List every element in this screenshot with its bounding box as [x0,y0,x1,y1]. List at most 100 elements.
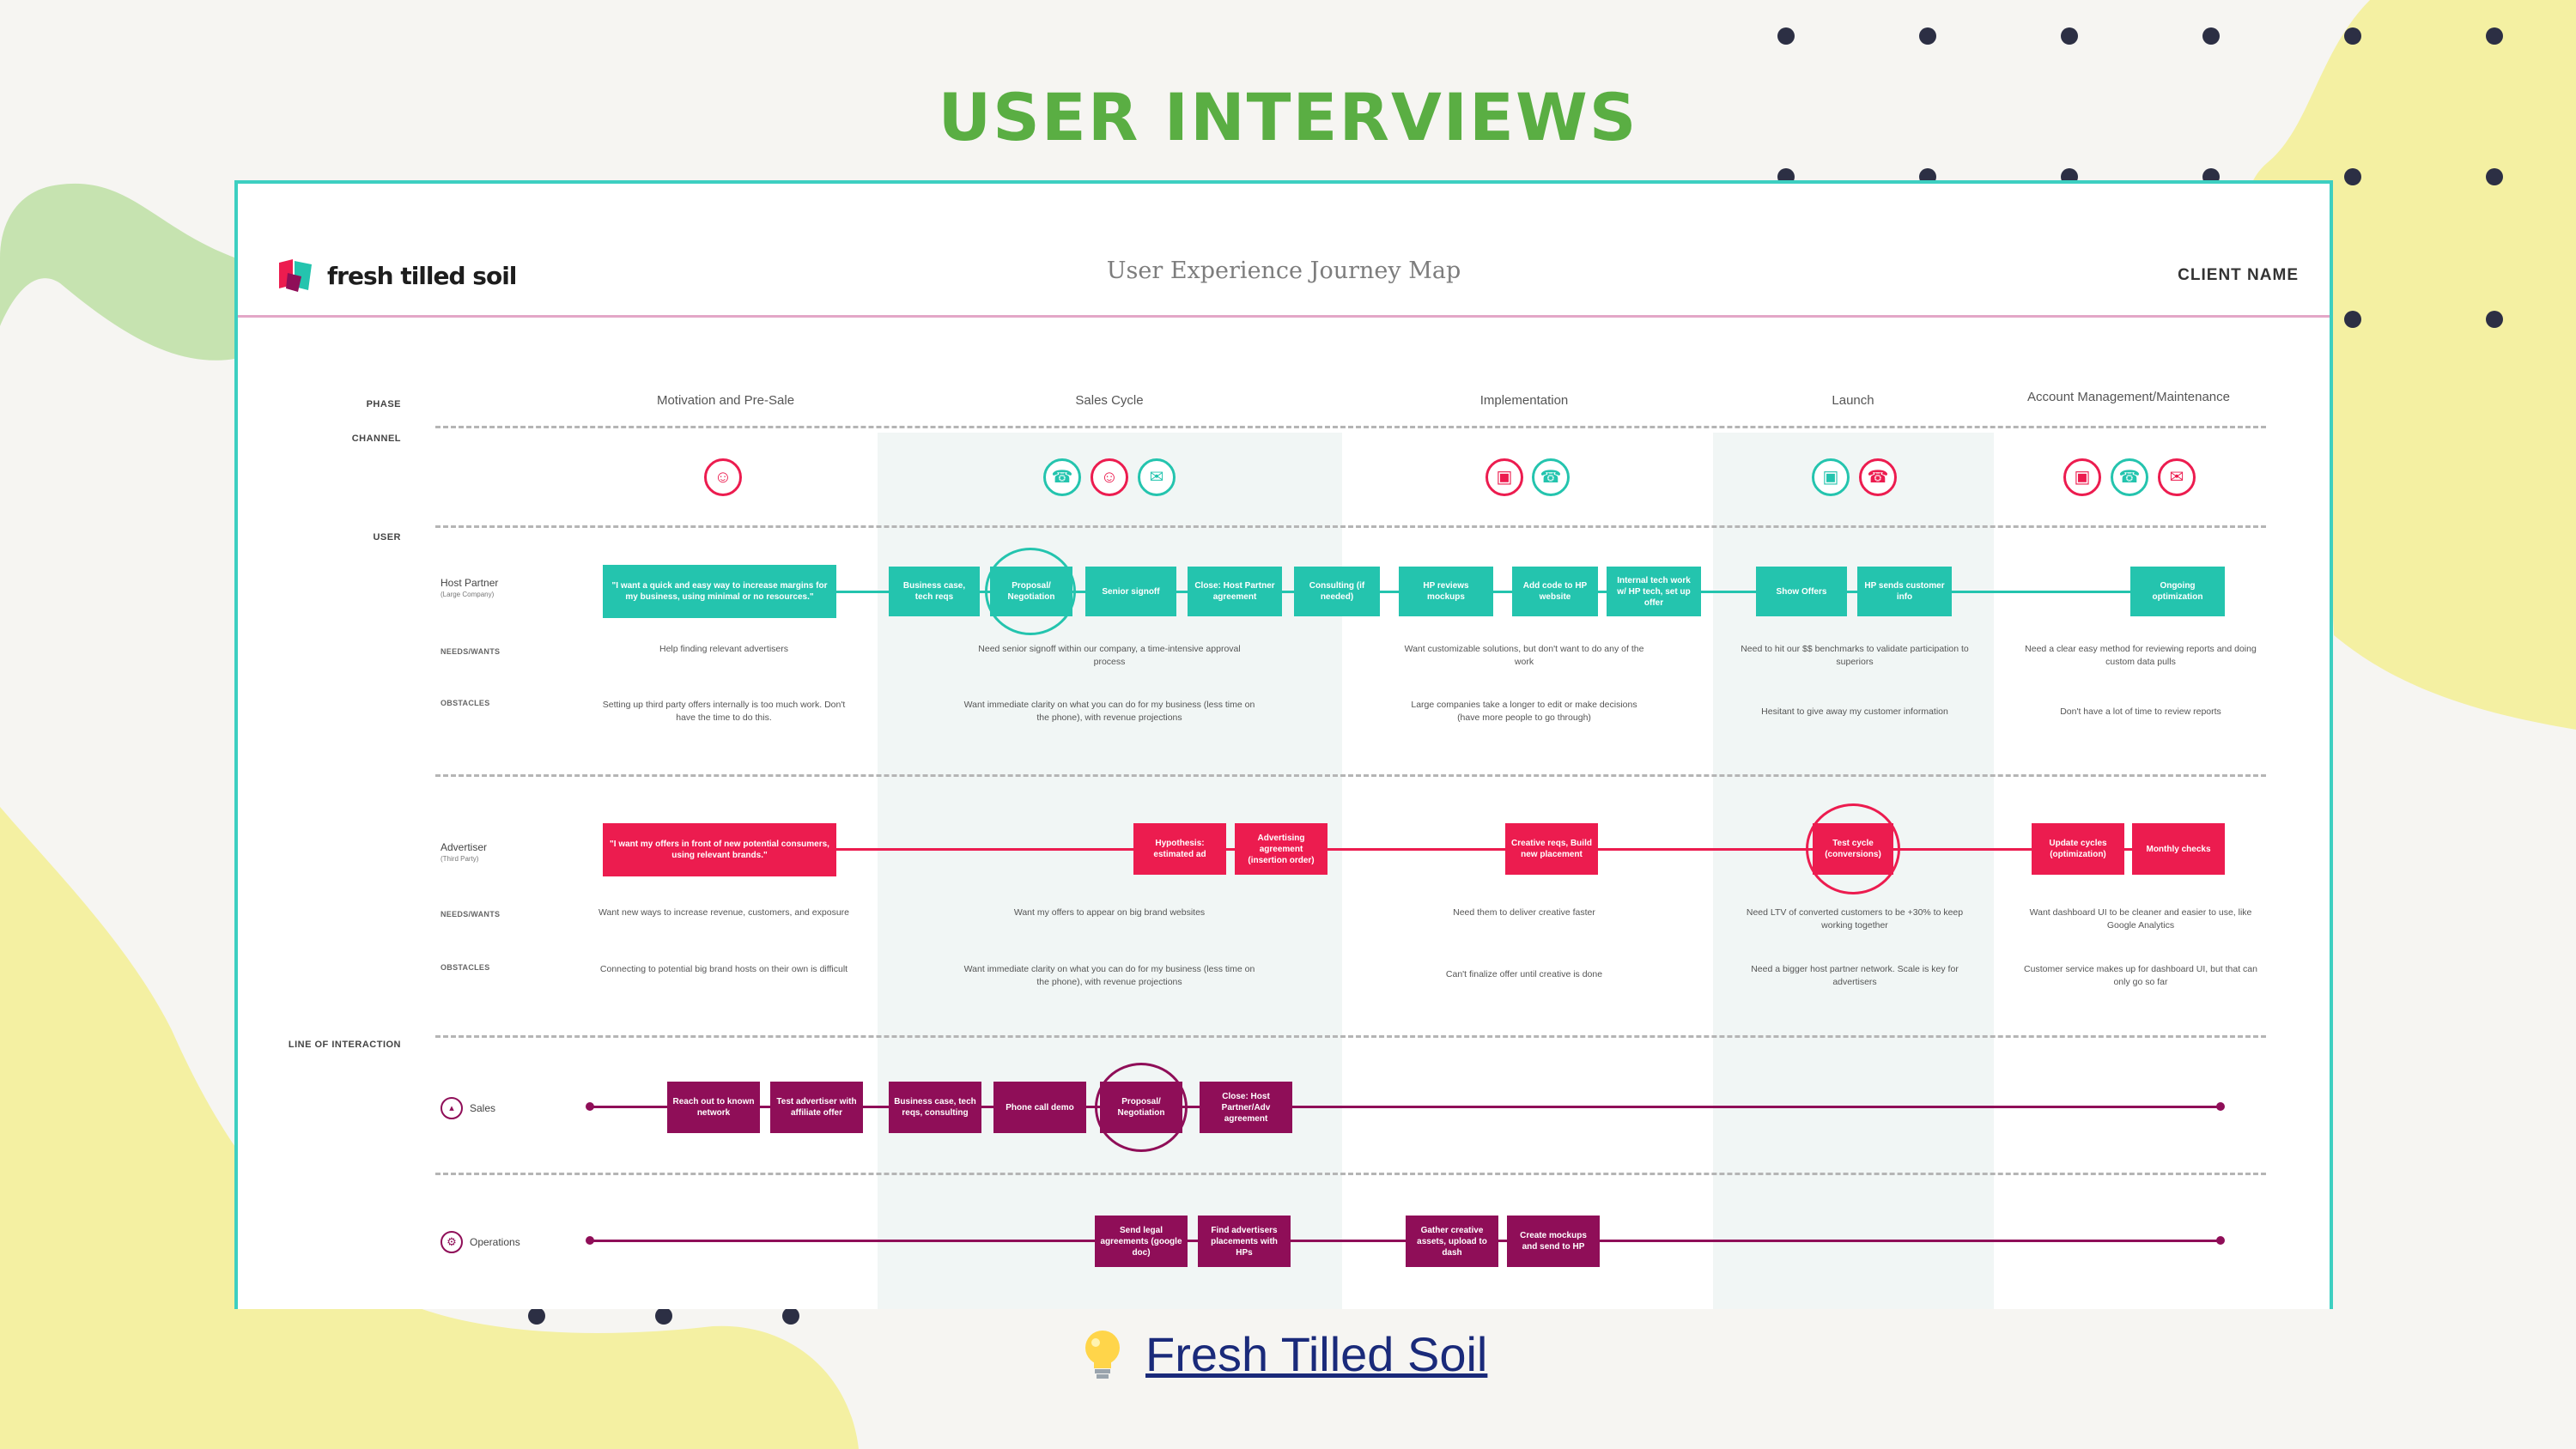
operations-line-start [586,1236,594,1245]
host-card: Consulting (if needed) [1294,567,1380,616]
divider [435,426,2266,428]
advertiser-obstacle: Customer service makes up for dashboard … [2024,964,2257,987]
advertiser-obstacle: Need a bigger host partner network. Scal… [1751,964,1959,987]
host-obstacle: Large companies take a longer to edit or… [1411,700,1637,723]
host-card: Senior signoff [1085,567,1176,616]
highlight-ring [1806,803,1900,894]
green-wave-left [0,183,234,361]
sales-card: Reach out to known network [667,1082,760,1133]
mail-icon: ✉ [2158,458,2196,496]
host-obstacle: Don't have a lot of time to review repor… [2060,706,2221,717]
host-need: Need senior signoff within our company, … [978,644,1241,667]
advertiser-card: Monthly checks [2132,823,2225,875]
host-obstacle: Want immediate clarity on what you can d… [963,700,1255,723]
divider [435,525,2266,528]
advertiser-card: Test cycle (conversions) [1813,823,1893,875]
row-label-line-of-interaction: LINE OF INTERACTION [288,1040,401,1050]
header-rule [238,315,2330,318]
lane-advertiser: Advertiser (Third Party) [440,841,487,865]
host-card: Show Offers [1756,567,1847,616]
phase-implementation: Implementation [1479,393,1569,408]
advertiser-card: Creative reqs, Build new placement [1505,823,1598,875]
host-needs-label: NEEDS/WANTS [440,647,501,656]
lane-name: Advertiser [440,841,488,853]
advertiser-card: Advertising agreement (insertion order) [1235,823,1327,875]
brand-name: fresh tilled soil [327,261,517,290]
decor-dot [2061,27,2078,45]
host-obstacles-label: OBSTACLES [440,699,490,707]
lane-subname: (Third Party) [440,855,479,863]
sales-card: Test advertiser with affiliate offer [770,1082,863,1133]
host-card: Ongoing optimization [2130,567,2225,616]
operations-card: Find advertisers placements with HPs [1198,1216,1291,1267]
row-label-channel: CHANNEL [351,433,401,444]
divider [435,774,2266,777]
host-obstacle: Hesitant to give away my customer inform… [1761,706,1948,717]
decor-dot [1777,27,1795,45]
mail-icon: ✉ [1138,458,1176,496]
host-card: Proposal/ Negotiation [990,567,1072,616]
phase-motivation: Motivation and Pre-Sale [656,393,795,408]
monitor-icon: ▣ [1485,458,1523,496]
host-card: HP reviews mockups [1399,567,1493,616]
decor-dot [655,1307,672,1325]
advertiser-obstacle: Want immediate clarity on what you can d… [963,964,1255,987]
advertiser-card: Update cycles (optimization) [2032,823,2124,875]
host-need: Want customizable solutions, but don't w… [1404,644,1644,667]
decor-dot [2486,168,2503,185]
host-need: Need to hit our $$ benchmarks to validat… [1741,644,1969,667]
monitor-icon: ▣ [2063,458,2101,496]
source-link[interactable]: Fresh Tilled Soil [1145,1327,1488,1381]
advertiser-need: Want new ways to increase revenue, custo… [598,907,849,918]
decor-dot [2486,27,2503,45]
host-card: Internal tech work w/ HP tech, set up of… [1607,567,1701,616]
highlight-ring [985,548,1076,635]
sales-card: Proposal/ Negotiation [1100,1082,1182,1133]
host-need: Help finding relevant advertisers [659,644,788,654]
host-card-quote: "I want a quick and easy way to increase… [603,565,836,618]
lane-name: Host Partner [440,577,499,589]
decor-dot [528,1307,545,1325]
host-need: Need a clear easy method for reviewing r… [2025,644,2257,667]
sales-card: Phone call demo [993,1082,1086,1133]
highlight-ring [1095,1063,1188,1152]
advertiser-need: Want my offers to appear on big brand we… [1013,907,1206,918]
operations-card: Create mockups and send to HP [1507,1216,1600,1267]
chat-icon: ☺ [704,458,742,496]
sales-line-end [2216,1102,2225,1111]
phone-icon: ☎ [1043,458,1081,496]
decor-dot [1919,27,1936,45]
advertiser-obstacle: Can't finalize offer until creative is d… [1445,969,1603,979]
divider [435,1173,2266,1175]
decor-dot [2344,168,2361,185]
lightbulb-icon [1085,1330,1120,1379]
phone-icon: ☎ [2111,458,2148,496]
row-label-phase: PHASE [366,399,401,409]
sales-card: Business case, tech reqs, consulting [889,1082,981,1133]
operations-card: Send legal agreements (google doc) [1095,1216,1188,1267]
source-credit: Fresh Tilled Soil [1080,1326,1487,1382]
host-card: Add code to HP website [1512,567,1598,616]
advertiser-need: Need them to deliver creative faster [1453,907,1595,918]
decor-dot [2486,311,2503,328]
phase-sales-cycle: Sales Cycle [1075,393,1144,408]
client-name: CLIENT NAME [2178,266,2299,284]
decor-dot [2202,27,2220,45]
lane-host-partner: Host Partner (Large Company) [440,577,498,601]
lane-name: Operations [470,1236,520,1248]
advertiser-obstacles-label: OBSTACLES [440,963,490,972]
advertiser-card-quote: "I want my offers in front of new potent… [603,823,836,876]
decor-dot [782,1307,799,1325]
advertiser-need: Want dashboard UI to be cleaner and easi… [2029,907,2252,931]
advertiser-need: Need LTV of converted customers to be +3… [1746,907,1964,931]
advertiser-journey-line [603,848,2213,851]
brand-logo: fresh tilled soil [279,259,517,292]
journey-map-panel: fresh tilled soil User Experience Journe… [234,180,2333,1309]
slide-title: USER INTERVIEWS [938,79,1638,155]
sales-card: Close: Host Partner/Adv agreement [1200,1082,1292,1133]
divider [435,1035,2266,1038]
phase-launch: Launch [1832,393,1874,408]
sales-icon: ▴ [440,1097,463,1119]
host-card: HP sends customer info [1857,567,1952,616]
phone-icon: ☎ [1532,458,1570,496]
